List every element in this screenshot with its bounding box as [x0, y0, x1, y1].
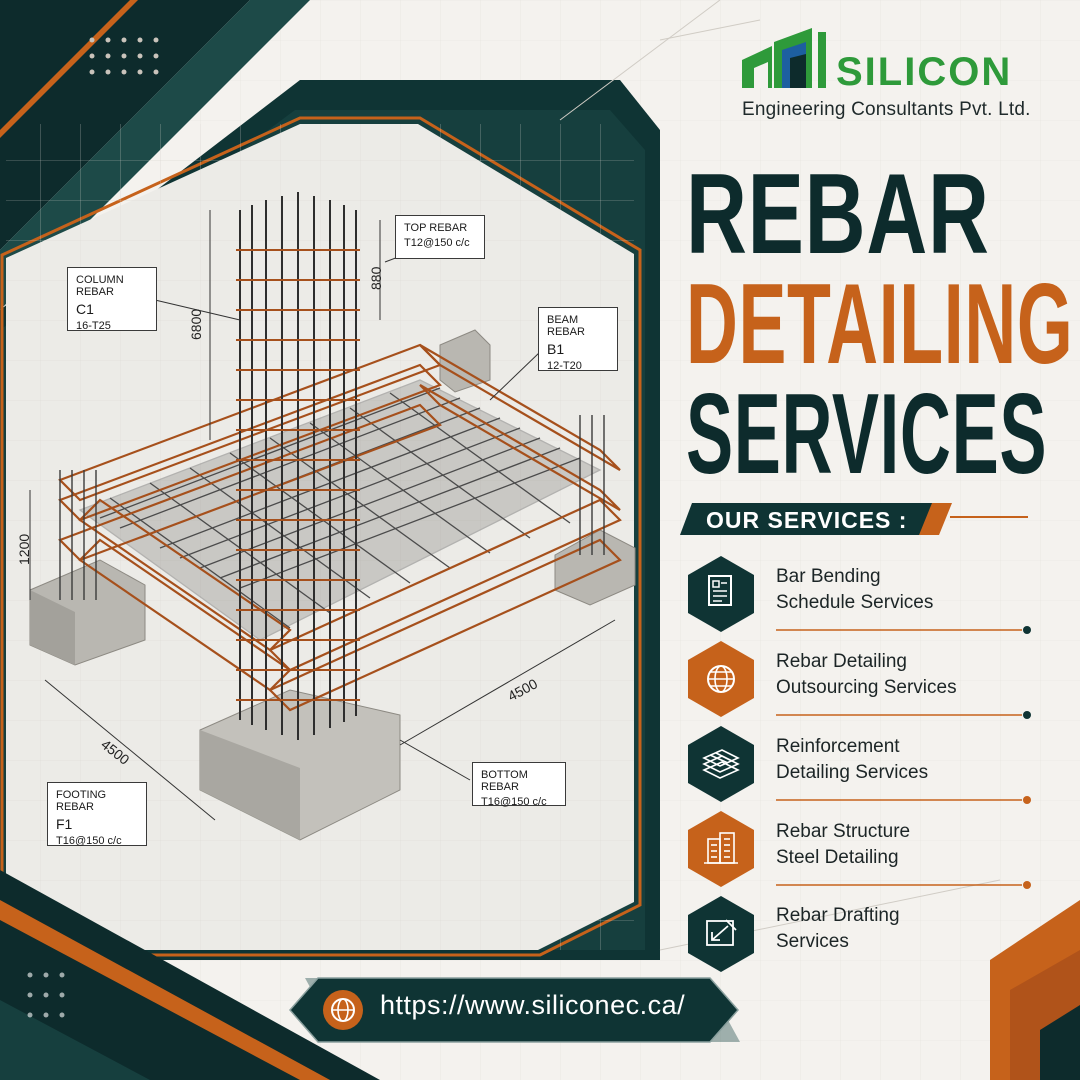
callout-id: C1: [76, 301, 94, 317]
url-pill: [289, 977, 739, 1043]
dimension-column-height: 6800: [188, 308, 204, 340]
callout-spec: T16@150 c/c: [56, 835, 122, 847]
service-hex-4: [688, 811, 754, 887]
services-heading: OUR SERVICES :: [706, 507, 908, 533]
callout-title: TOP REBAR: [404, 222, 468, 234]
website-link[interactable]: https://www.siliconec.ca/: [380, 990, 686, 1020]
company-subtitle: Engineering Consultants Pvt. Ltd.: [742, 99, 1031, 120]
services-banner: [680, 503, 945, 535]
service-label-line2: Steel Detailing: [776, 847, 899, 868]
service-label-line2: Detailing Services: [776, 762, 929, 783]
callout-spec: 16-T25: [76, 320, 111, 332]
callout-title: BEAM REBAR: [547, 314, 585, 338]
callout-id: B1: [547, 341, 565, 357]
service-label-line1: Rebar Drafting: [776, 905, 900, 926]
callout-spec: T16@150 c/c: [481, 796, 547, 808]
callout-title: COLUMN REBAR: [76, 274, 124, 298]
service-label-line2: Outsourcing Services: [776, 677, 957, 698]
document-icon: [708, 575, 732, 606]
service-hex-1: [688, 556, 754, 632]
rebar-stack-icon: [702, 749, 740, 779]
bottom-rebar-callout: BOTTOM REBAR T16@150 c/c: [472, 762, 566, 808]
company-name: SILICON: [836, 50, 1013, 94]
callout-title: FOOTING REBAR: [56, 789, 107, 813]
service-label-line1: Rebar Detailing: [776, 651, 907, 672]
service-label-line2: Services: [776, 931, 849, 952]
beam-rebar-callout: BEAM REBAR B1 12-T20: [538, 307, 618, 372]
headline-line-2: DETAILING: [686, 261, 1074, 388]
callout-spec: 12-T20: [547, 360, 582, 372]
service-hex-3: [688, 726, 754, 802]
callout-id: F1: [56, 816, 73, 832]
rebar-illustration: [29, 192, 636, 841]
service-item-reinforcement: Reinforcement Detailing Services: [776, 734, 928, 786]
dimension-footing-height: 1200: [16, 533, 32, 565]
company-logo-icon: [742, 28, 826, 88]
service-label-line2: Schedule Services: [776, 592, 934, 613]
globe-icon: [331, 998, 355, 1022]
service-item-rebar-detailing: Rebar Detailing Outsourcing Services: [776, 649, 957, 701]
service-label-line1: Bar Bending: [776, 566, 881, 587]
callout-title: BOTTOM REBAR: [481, 769, 528, 793]
service-item-structure-steel: Rebar Structure Steel Detailing: [776, 819, 910, 871]
column-rebar-callout: COLUMN REBAR C1 16-T25: [67, 267, 157, 332]
footing-rebar-callout: FOOTING REBAR F1 T16@150 c/c: [47, 782, 147, 847]
service-item-drafting: Rebar Drafting Services: [776, 903, 900, 955]
service-item-bar-bending: Bar Bending Schedule Services: [776, 564, 933, 616]
headline-line-3: SERVICES: [686, 371, 1048, 498]
top-rebar-callout: TOP REBAR T12@150 c/c: [395, 215, 485, 259]
service-label-line1: Reinforcement: [776, 736, 900, 757]
globe-icon: [707, 665, 735, 693]
headline-line-1: REBAR: [686, 151, 990, 278]
service-label-line1: Rebar Structure: [776, 821, 911, 842]
callout-spec: T12@150 c/c: [404, 237, 470, 249]
drafting-icon: [706, 919, 737, 946]
building-icon: [704, 832, 738, 864]
dimension-top-offset: 880: [368, 266, 384, 290]
service-hex-5: [688, 896, 754, 972]
